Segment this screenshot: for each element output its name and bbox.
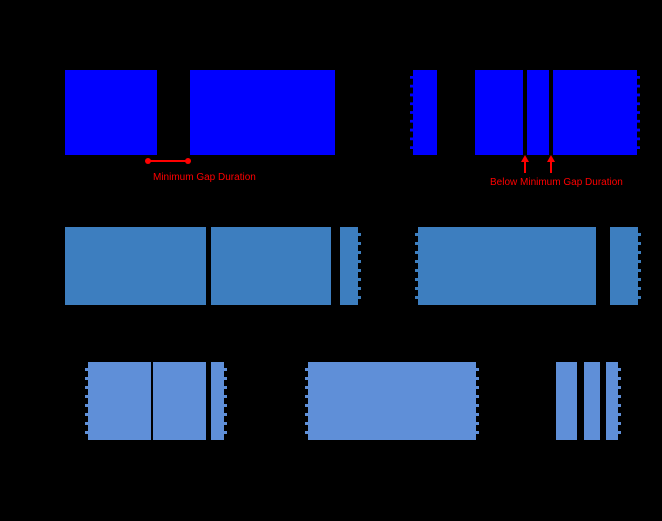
below-min-gap-duration-label: Below Minimum Gap Duration [490, 177, 623, 188]
arrow-shaft [524, 161, 526, 173]
timeline-segment [610, 227, 641, 305]
min-gap-measure-line [148, 160, 188, 162]
timeline-segment [211, 362, 227, 440]
timeline-segment [606, 362, 621, 440]
timeline-segment [153, 362, 206, 440]
timeline-segment [85, 362, 151, 440]
min-gap-duration-label: Minimum Gap Duration [153, 172, 256, 183]
up-arrow-icon [521, 155, 529, 173]
timeline-segment [65, 227, 206, 305]
timeline-segment [415, 227, 596, 305]
timeline-segment [65, 70, 157, 155]
up-arrow-icon [547, 155, 555, 173]
timeline-segment [211, 227, 331, 305]
timeline-segment [584, 362, 600, 440]
timeline-row-original-signal [0, 70, 662, 155]
timeline-segment [527, 70, 549, 155]
timeline-segment [475, 70, 523, 155]
timeline-segment [410, 70, 437, 155]
timeline-row-merged-signal [0, 227, 662, 305]
arrow-shaft [550, 161, 552, 173]
timeline-segment [190, 70, 335, 155]
timeline-segment [305, 362, 479, 440]
timeline-row-shifted-signal [0, 362, 662, 440]
timeline-segment [340, 227, 361, 305]
timeline-segment [553, 70, 640, 155]
timeline-segment [556, 362, 577, 440]
arrow-head [521, 155, 529, 162]
arrow-head [547, 155, 555, 162]
measure-endpoint-dot [145, 158, 151, 164]
measure-endpoint-dot [185, 158, 191, 164]
